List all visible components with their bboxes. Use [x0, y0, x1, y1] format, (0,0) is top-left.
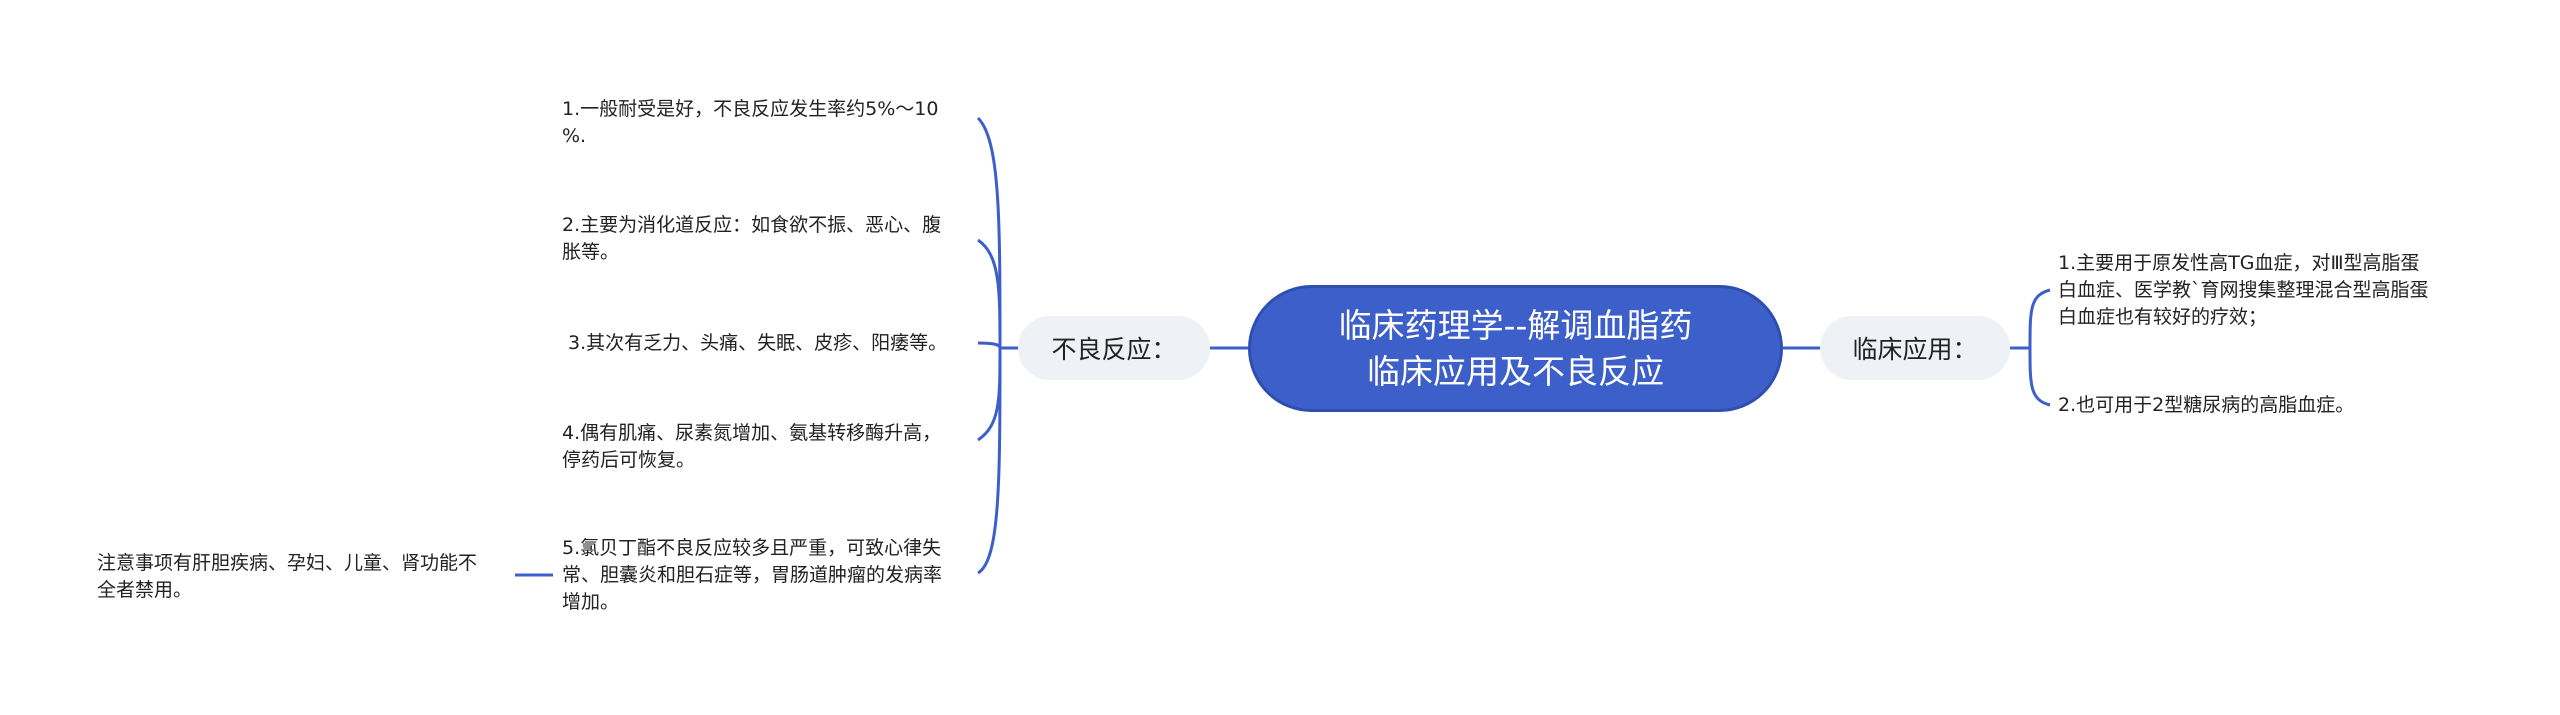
- connector-adverse-item-4: [977, 347, 1002, 442]
- connector-adverse-item-2: [977, 238, 1002, 349]
- connector-adverse-item-1: [976, 116, 1002, 349]
- adverse-item-2[interactable]: 2.主要为消化道反应：如食欲不振、恶心、腹 胀等。: [562, 214, 942, 263]
- root-title-line1: 临床药理学--解调血脂药: [1338, 305, 1693, 345]
- connector-clinical-item-2: [2028, 347, 2051, 407]
- root-title-line2: 临床应用及不良反应: [1367, 351, 1664, 391]
- adverse-note[interactable]: 注意事项有肝胆疾病、孕妇、儿童、肾功能不 全者禁用。: [97, 552, 478, 601]
- clinical-item-1[interactable]: 1.主要用于原发性高TG血症，对Ⅲ型高脂蛋 白血症、医学教`育网搜集整理混合型高…: [2058, 252, 2429, 328]
- connector-clinical-item-1: [2028, 288, 2051, 349]
- clinical-item-2[interactable]: 2.也可用于2型糖尿病的高脂血症。: [2058, 394, 2355, 416]
- adverse-item-3[interactable]: 3.其次有乏力、头痛、失眠、皮疹、阳痿等。: [562, 332, 948, 354]
- branch-clinical[interactable]: 临床应用：: [1820, 316, 2010, 380]
- adverse-item-5[interactable]: 5.氯贝丁酯不良反应较多且严重，可致心律失 常、胆囊炎和胆石症等，胃肠道肿瘤的发…: [562, 537, 943, 613]
- adverse-item-1[interactable]: 1.一般耐受是好，不良反应发生率约5%～10 %.: [562, 98, 939, 147]
- root-topic[interactable]: 临床药理学--解调血脂药 临床应用及不良反应: [1248, 285, 1783, 412]
- connector-adverse-item-3: [977, 341, 1002, 349]
- branch-adverse[interactable]: 不良反应：: [1018, 316, 1210, 380]
- connector-adverse-item-5: [977, 347, 1002, 575]
- adverse-item-4[interactable]: 4.偶有肌痛、尿素氮增加、氨基转移酶升高， 停药后可恢复。: [562, 422, 942, 471]
